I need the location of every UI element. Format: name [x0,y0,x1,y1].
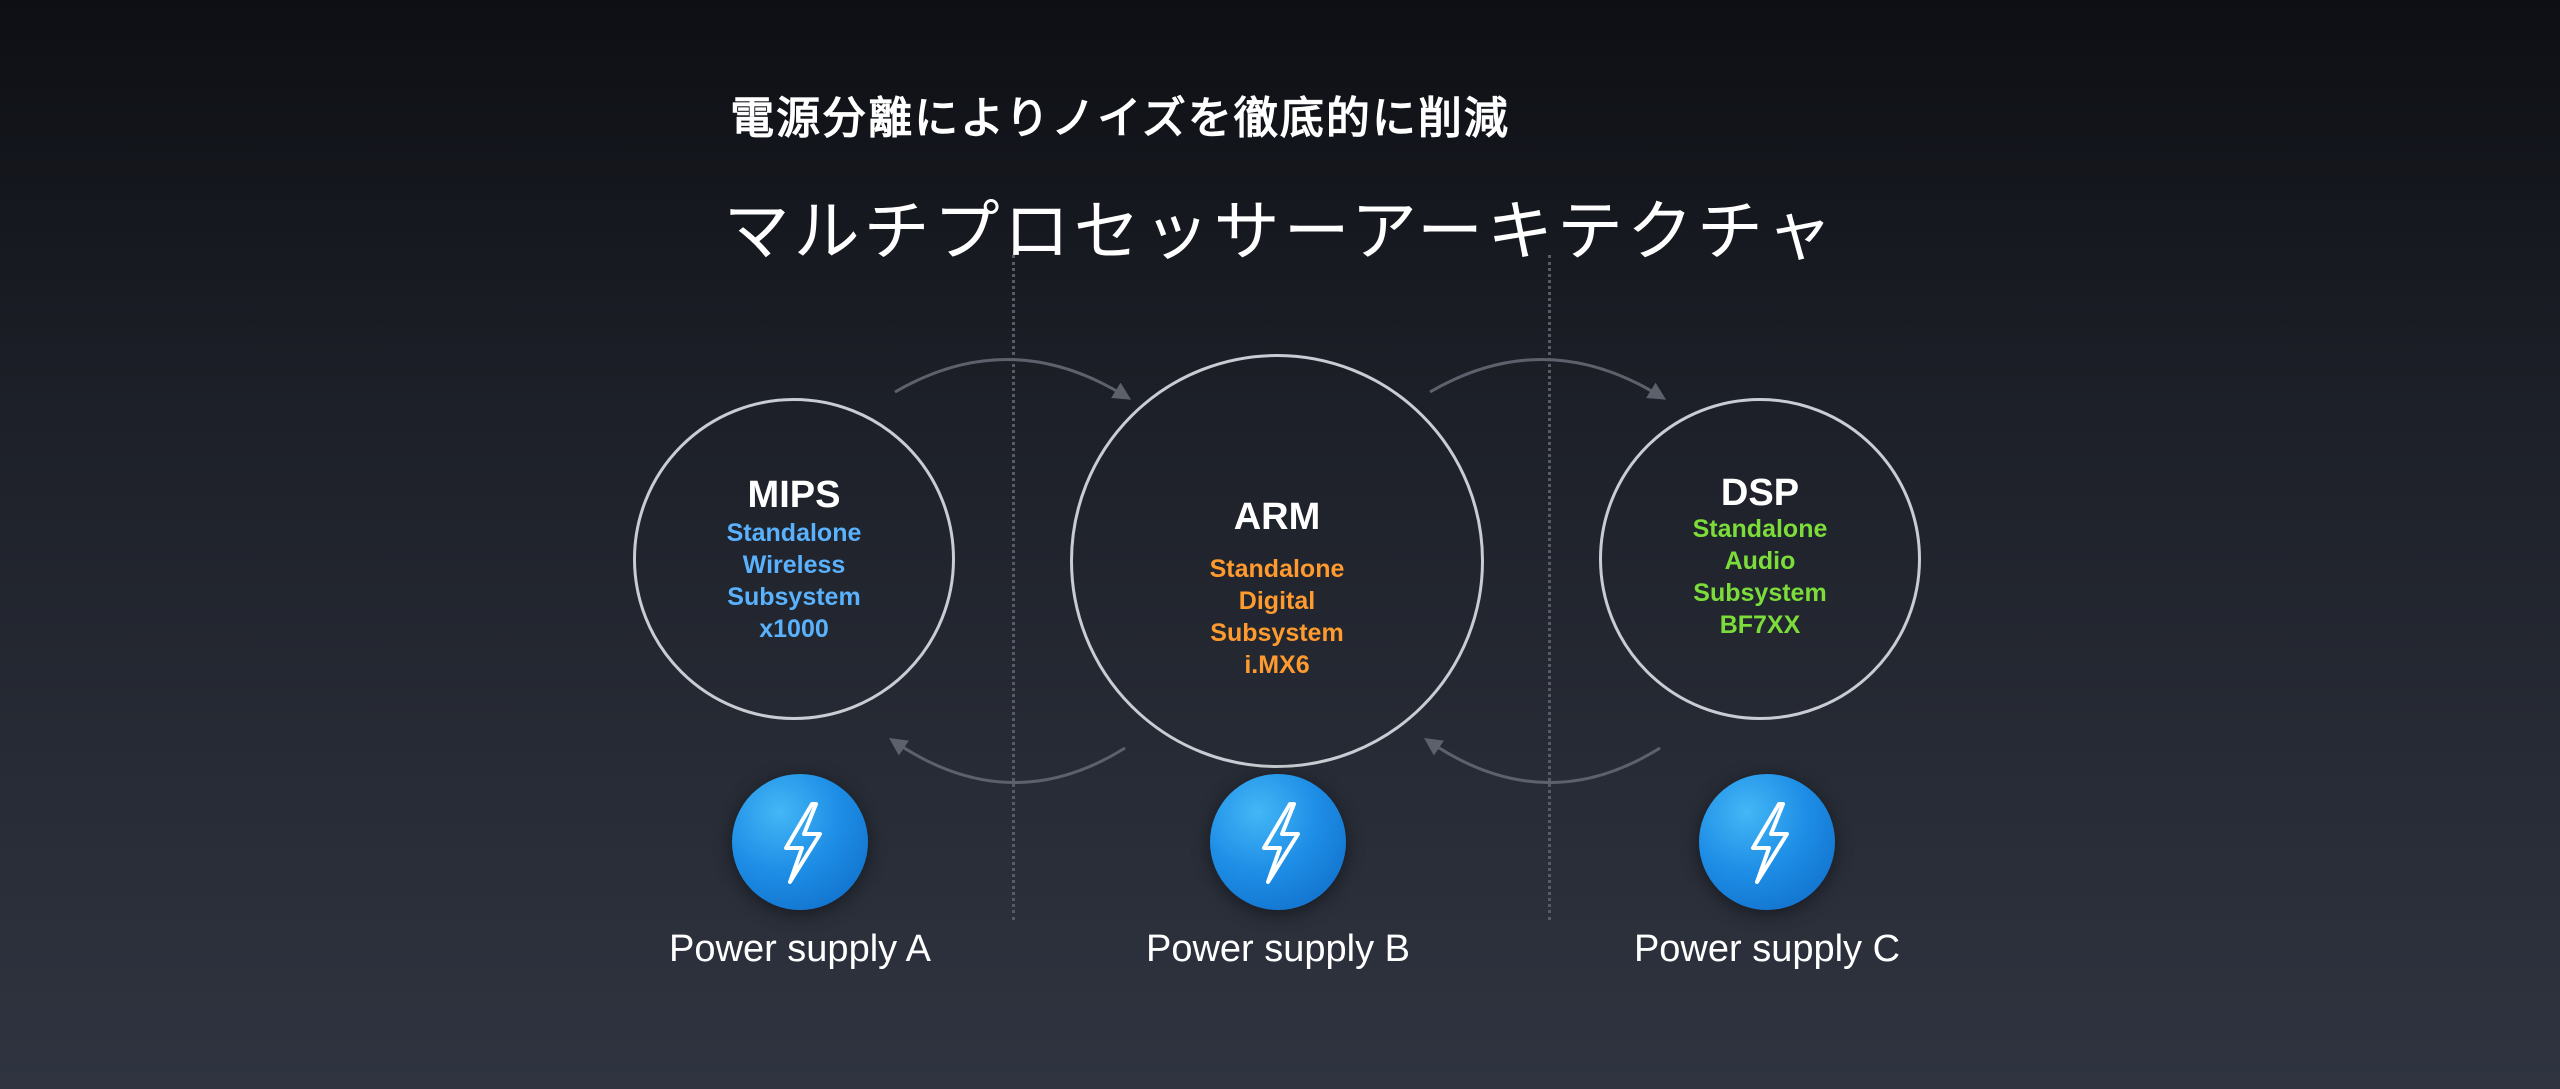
arrow-arm-to-mips [889,737,1126,785]
diagram-title: マルチプロセッサーアーキテクチャ [723,193,1837,270]
processor-desc-line: Audio [1724,547,1796,575]
power-supply-label-b: Power supply B [1145,928,1410,970]
arrow-dsp-to-arm [1424,737,1661,785]
processor-desc-line: Standalone [726,519,862,547]
processor-name: DSP [1720,472,1800,514]
processor-dsp: DSP Standalone Audio Subsystem BF7XX [1599,398,1921,720]
diagram-subtitle: 電源分離によりノイズを徹底的に削減 [730,93,1510,144]
processor-name: MIPS [747,474,841,516]
processor-desc-line: BF7XX [1719,611,1801,639]
processor-arm: ARM Standalone Digital Subsystem i.MX6 [1070,354,1484,768]
processor-desc-line: Digital [1238,587,1316,615]
section-divider-right [1548,255,1551,920]
processor-desc-line: x1000 [759,615,829,643]
lightning-bolt-icon [1210,774,1346,910]
processor-desc-line: Standalone [1692,515,1828,543]
power-supply-label-c: Power supply C [1633,928,1901,970]
processor-desc-line: Subsystem [727,583,861,611]
lightning-bolt-icon [1699,774,1835,910]
power-supply-label-a: Power supply A [669,928,931,970]
lightning-bolt-icon [732,774,868,910]
processor-name: ARM [1233,496,1321,538]
processor-desc-line: Subsystem [1693,579,1827,607]
arrow-mips-to-arm [894,358,1132,400]
processor-desc-line: Subsystem [1210,619,1344,647]
processor-desc-line: Wireless [742,551,846,579]
section-divider-left [1012,255,1015,920]
processor-desc-line: Standalone [1209,555,1345,583]
arrow-arm-to-dsp [1429,358,1667,400]
processor-desc-line: i.MX6 [1244,651,1310,679]
processor-mips: MIPS Standalone Wireless Subsystem x1000 [633,398,955,720]
